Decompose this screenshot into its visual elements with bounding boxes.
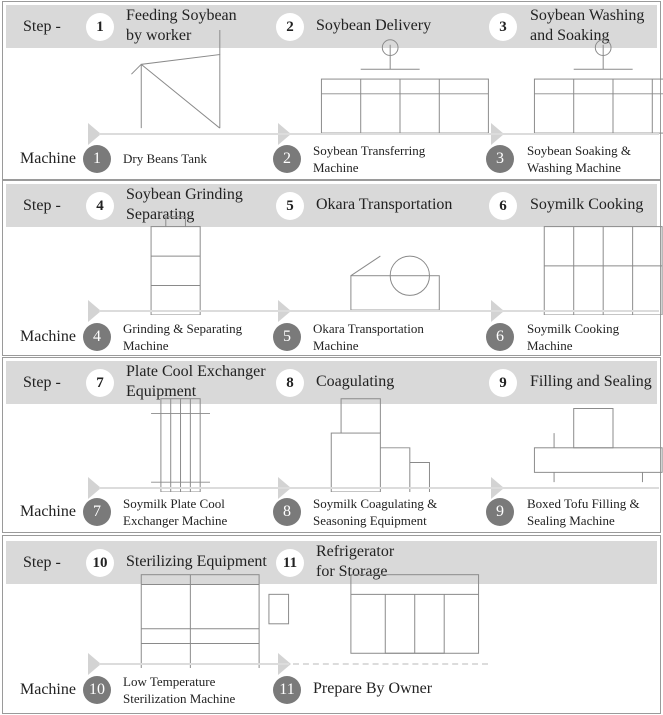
machine-drawing	[350, 574, 480, 654]
machine-number-badge: 4	[83, 323, 111, 351]
machine-number-badge: 9	[486, 498, 514, 526]
step-number-badge: 7	[86, 369, 114, 397]
step-name: Filling and Sealing	[530, 373, 652, 390]
machine-name: Boxed Tofu Filling & Sealing Machine	[527, 496, 640, 528]
step-name: Sterilizing Equipment	[126, 553, 267, 570]
step-number-badge: 8	[276, 369, 304, 397]
step-name: Soybean Washing and Soaking	[530, 7, 645, 44]
machine-label: Machine	[20, 681, 76, 698]
step-number-badge: 5	[276, 192, 304, 220]
flow-line-dashed	[293, 663, 488, 665]
flow-line	[99, 487, 659, 489]
machine-drawing	[330, 398, 430, 492]
step-number-badge: 3	[489, 13, 517, 41]
machine-number-badge: 11	[273, 676, 301, 704]
process-row-panel: Step - 7 Plate Cool Exchanger Equipment 8 Co…	[2, 357, 663, 533]
step-label: Step -	[23, 554, 61, 571]
flow-arrow-icon	[88, 653, 101, 675]
machine-drawing	[533, 39, 663, 134]
machine-name: Soymilk Coagulating & Seasoning Equipmen…	[313, 496, 438, 528]
machine-label: Machine	[20, 150, 76, 167]
step-name: Okara Transportation	[316, 196, 453, 213]
step-name: Plate Cool Exchanger Equipment	[126, 363, 266, 400]
machine-name: Dry Beans Tank	[123, 151, 208, 166]
flow-line	[99, 663, 289, 665]
step-name: Coagulating	[316, 373, 395, 390]
machine-drawing	[320, 39, 489, 134]
step-name: Soybean Delivery	[316, 17, 432, 34]
machine-drawing	[543, 226, 663, 315]
machine-label: Machine	[20, 503, 76, 520]
step-number-badge: 1	[86, 13, 114, 41]
step-header-band: Step - 7 Plate Cool Exchanger Equipment 8 Co…	[6, 361, 657, 404]
machine-number-badge: 8	[273, 498, 301, 526]
step-number-badge: 11	[276, 549, 304, 577]
flow-line	[99, 133, 659, 135]
machine-name: Low Temperature Sterilization Machine	[123, 674, 236, 706]
machine-number-badge: 3	[486, 145, 514, 173]
step-name: Soymilk Cooking	[530, 196, 644, 213]
machine-name: Soybean Transferring Machine	[313, 143, 426, 175]
machine-drawing	[533, 408, 663, 483]
machine-drawing	[150, 216, 201, 315]
machine-name: Okara Transportation Machine	[313, 321, 424, 353]
machine-drawing	[131, 29, 221, 129]
flow-arrow-icon	[88, 123, 101, 145]
machine-name: Grinding & Separating Machine	[123, 321, 243, 353]
step-label: Step -	[23, 18, 61, 35]
machine-name: Soymilk Plate Cool Exchanger Machine	[123, 496, 228, 528]
machine-name: Soybean Soaking & Washing Machine	[527, 143, 631, 175]
machine-number-badge: 2	[273, 145, 301, 173]
step-number-badge: 10	[86, 549, 114, 577]
step-label: Step -	[23, 374, 61, 391]
flow-line	[99, 310, 659, 312]
flow-arrow-icon	[88, 300, 101, 322]
machine-label: Machine	[20, 328, 76, 345]
step-number-badge: 2	[276, 13, 304, 41]
machine-name: Soymilk Cooking Machine	[527, 321, 620, 353]
step-number-badge: 4	[86, 192, 114, 220]
machine-drawing	[140, 574, 290, 668]
machine-number-badge: 1	[83, 145, 111, 173]
step-label: Step -	[23, 197, 61, 214]
machine-number-badge: 7	[83, 498, 111, 526]
machine-number-badge: 10	[83, 676, 111, 704]
step-name: Soybean Grinding Separating	[126, 186, 243, 223]
step-header-band: Step - 1 Feeding Soybean by worker 2 Soybean…	[6, 5, 657, 48]
step-number-badge: 6	[489, 192, 517, 220]
machine-number-badge: 5	[273, 323, 301, 351]
step-header-band: Step - 4 Soybean Grinding Separating 5 Okara…	[6, 184, 657, 227]
machine-drawing	[151, 398, 210, 492]
step-name: Feeding Soybean by worker	[126, 7, 237, 44]
machine-number-badge: 6	[486, 323, 514, 351]
machine-drawing	[350, 255, 440, 311]
flow-arrow-icon	[88, 477, 101, 499]
step-number-badge: 9	[489, 369, 517, 397]
machine-name: Prepare By Owner	[313, 680, 433, 697]
